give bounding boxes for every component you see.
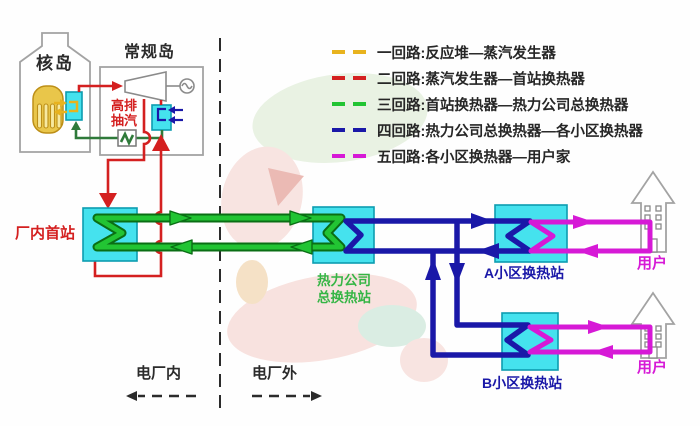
legend-label-circuit-5: 五回路:各小区换热器—用户家	[377, 149, 571, 166]
turbine	[124, 71, 180, 102]
legend-item-circuit-1: 一回路:反应堆—蒸汽发生器	[332, 39, 643, 65]
conventional-island-label: 常规岛	[124, 44, 176, 61]
legend-dash-circuit-2	[332, 76, 366, 80]
legend-item-circuit-2: 二回路:蒸汽发生器—首站换热器	[332, 65, 643, 91]
legend-item-circuit-5: 五回路:各小区换热器—用户家	[332, 143, 643, 169]
inside-plant-label: 电厂内	[136, 365, 182, 382]
outside-plant-arrow	[252, 391, 322, 401]
circuit4-network	[343, 213, 533, 358]
legend-dash-circuit-5	[332, 154, 366, 158]
circuit5-loop-a	[528, 215, 653, 258]
legend-dash-circuit-4	[332, 128, 366, 132]
station-a-label: A小区换热站	[484, 265, 565, 281]
legend-item-circuit-4: 四回路:热力公司总换热器—各小区换热器	[332, 117, 643, 143]
outside-plant-label: 电厂外	[252, 365, 298, 382]
legend-dash-circuit-1	[332, 50, 366, 54]
watermark	[221, 73, 448, 382]
legend-label-circuit-1: 一回路:反应堆—蒸汽发生器	[377, 45, 556, 62]
hp-extraction-label: 高排 抽汽	[111, 98, 138, 128]
user-b-label: 用户	[637, 359, 668, 376]
circuit1-primary-loop	[54, 99, 79, 116]
legend-label-circuit-3: 三回路:首站换热器—热力公司总换热器	[377, 97, 629, 114]
legend-item-circuit-3: 三回路:首站换热器—热力公司总换热器	[332, 91, 643, 117]
main-exchange-station-label: 热力公司 总换热站	[317, 273, 371, 305]
circuit5-loop-b	[527, 320, 653, 359]
legend-dash-circuit-3	[332, 102, 366, 106]
legend-label-circuit-4: 四回路:热力公司总换热器—各小区换热器	[377, 123, 643, 140]
first-station-label: 厂内首站	[15, 225, 76, 242]
nuclear-island-label: 核岛	[36, 54, 74, 73]
generator-icon	[179, 78, 195, 94]
steam-generator	[65, 91, 83, 121]
station-b-label: B小区换热站	[482, 375, 563, 391]
feedwater-heater	[117, 129, 137, 147]
circuit3-loop	[92, 210, 346, 255]
inside-plant-arrow	[126, 391, 196, 401]
legend-label-circuit-2: 二回路:蒸汽发生器—首站换热器	[377, 71, 585, 88]
reactor-vessel	[32, 85, 64, 134]
user-a-label: 用户	[637, 255, 668, 272]
legend: 一回路:反应堆—蒸汽发生器 二回路:蒸汽发生器—首站换热器 三回路:首站换热器—…	[332, 39, 643, 169]
house-a-icon	[630, 170, 676, 253]
